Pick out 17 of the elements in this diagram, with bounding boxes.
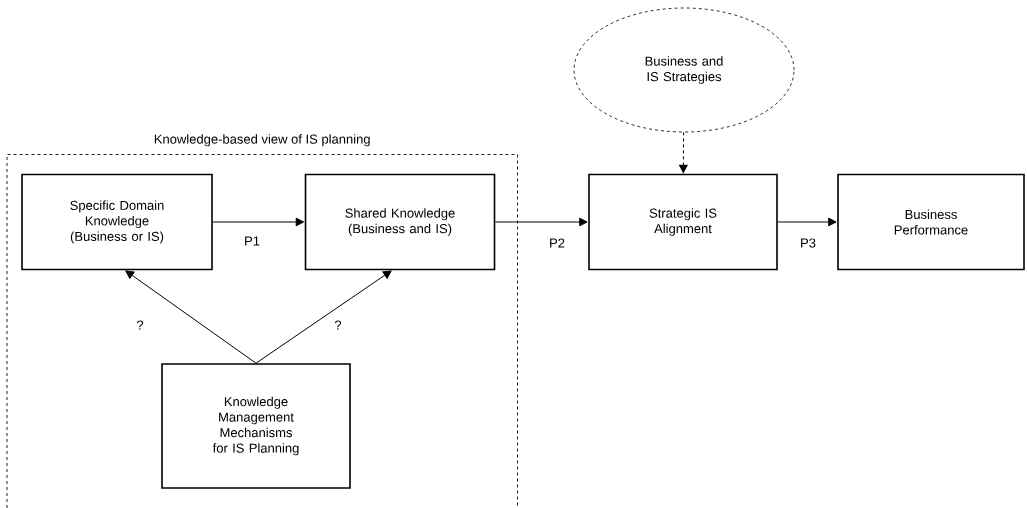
edge-label: P2 <box>548 237 566 249</box>
arrow <box>679 131 688 174</box>
frame-heading: Knowledge-based view of IS planning <box>154 134 370 147</box>
arrow <box>255 270 392 364</box>
process-box: Specific Domain Knowledge (Business or IS) <box>21 173 213 271</box>
process-box: Knowledge Management Mechanisms for IS Planning <box>161 363 351 489</box>
arrow <box>212 217 305 227</box>
edge-label: P3 <box>799 237 817 249</box>
edge-label: ? <box>333 319 343 331</box>
arrow <box>125 270 257 364</box>
process-box: Strategic IS Alignment <box>588 173 778 271</box>
process-box: Business Performance <box>837 173 1025 271</box>
process-box: Shared Knowledge (Business and IS) <box>304 173 496 271</box>
arrow <box>777 217 837 227</box>
edge-label: P1 <box>243 235 261 247</box>
arrow <box>494 217 588 227</box>
edge-label: ? <box>135 319 145 331</box>
